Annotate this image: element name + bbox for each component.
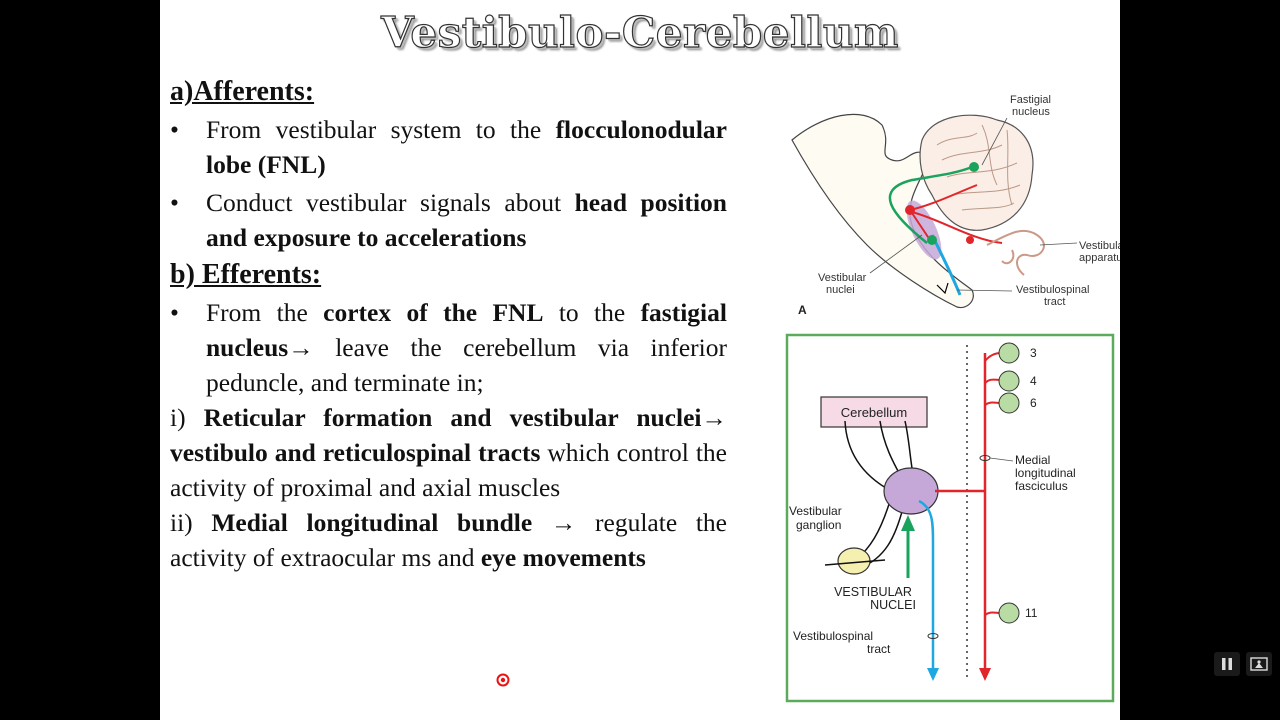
ganglion-fiber xyxy=(824,559,886,566)
pause-button[interactable] xyxy=(1214,652,1240,676)
blue-vestibulospinal xyxy=(918,499,935,671)
label-vestibulospinal-2: tract xyxy=(1044,296,1065,308)
cerebellum-box xyxy=(820,396,928,428)
nucleus-11 xyxy=(998,602,1020,624)
nucleus-4 xyxy=(998,370,1020,392)
panel-letter-a: A xyxy=(798,303,807,317)
afferents-bullet-2: Conduct vestibular signals about head po… xyxy=(170,185,727,255)
efferents-bullet-1: From the cortex of the FNL to the fastig… xyxy=(170,295,727,400)
slide-title: Vestibulo-Cerebellum xyxy=(381,7,899,57)
label-cerebellum: Cerebellum xyxy=(841,405,907,420)
label-fastigial-1: Fastigial xyxy=(1010,94,1051,106)
label-mlf-3: fasciculus xyxy=(1015,479,1068,493)
label-vestibular-nuclei-2: nuclei xyxy=(826,284,855,296)
label-vestibular-nuclei-caps-1: VESTIBULAR xyxy=(834,585,912,599)
red-arrow-head xyxy=(979,668,991,681)
label-mlf-2: longitudinal xyxy=(1015,466,1076,480)
blue-arrow-head xyxy=(927,668,939,681)
efferents-item-ii: ii) Medial longitudinal bundle → regulat… xyxy=(170,508,727,572)
label-vestibular-nuclei-caps-2: NUCLEI xyxy=(870,598,916,612)
label-n3: 3 xyxy=(1030,346,1037,360)
nucleus-3 xyxy=(998,342,1020,364)
figure-a-leaders xyxy=(869,117,1078,292)
player-controls xyxy=(1214,652,1274,676)
schematic-frame xyxy=(785,333,1115,703)
efferents-heading: b) Efferents: xyxy=(170,259,322,290)
efferents-item-i: i) Reticular formation and vestibular nu… xyxy=(170,403,728,502)
red-node-2 xyxy=(966,236,974,244)
nucleus-6 xyxy=(998,392,1020,414)
vestibular-nucleus xyxy=(883,467,939,515)
tract-arrow xyxy=(936,282,949,295)
figure-b-schematic: Cerebellum 3 4 xyxy=(785,333,1115,703)
afferents-bullet-1: From vestibular system to the flocculono… xyxy=(170,112,727,182)
laser-pointer-icon xyxy=(496,673,510,687)
afferents-heading: a)Afferents: xyxy=(170,76,315,107)
red-node-1 xyxy=(905,205,915,215)
label-vestibulospinal-b-1: Vestibulospinal xyxy=(793,629,873,643)
red-mlf-tract xyxy=(935,353,987,671)
cerebellum-shape xyxy=(919,114,1034,231)
label-n11: 11 xyxy=(1025,606,1038,620)
figure-a-brainstem-diagram: Fastigial nucleus Vestibular apparatus V… xyxy=(791,94,1120,317)
label-mlf-1: Medial xyxy=(1015,453,1050,467)
label-n6: 6 xyxy=(1030,396,1037,410)
picture-in-picture-button[interactable] xyxy=(1246,652,1272,676)
slide-text: a)Afferents: From vestibular system to t… xyxy=(170,72,727,575)
vestibular-apparatus-shape xyxy=(986,229,1045,276)
pause-icon xyxy=(1222,658,1232,670)
label-n4: 4 xyxy=(1030,374,1037,388)
label-ganglion-2: ganglion xyxy=(796,518,841,532)
label-ganglion-1: Vestibular xyxy=(789,504,842,518)
green-afferent-path xyxy=(888,165,973,244)
picture-in-picture-icon xyxy=(1250,657,1268,671)
fastigial-node xyxy=(969,162,979,172)
label-vestibulospinal-b-2: tract xyxy=(867,642,891,656)
slide: Vestibulo-Cerebellum a)Afferents: From v… xyxy=(160,0,1120,720)
green-node-2 xyxy=(927,235,937,245)
vst-marker xyxy=(927,633,939,639)
label-vestibular-apparatus-1: Vestibular xyxy=(1079,240,1120,252)
label-vestibulospinal-1: Vestibulospinal xyxy=(1016,284,1089,296)
label-fastigial-2: nucleus xyxy=(1012,106,1050,118)
label-vestibular-apparatus-2: apparatus xyxy=(1079,252,1120,264)
mlf-leader xyxy=(989,457,1014,462)
green-arrow-head xyxy=(901,515,915,531)
label-vestibular-nuclei-1: Vestibular xyxy=(818,272,867,284)
